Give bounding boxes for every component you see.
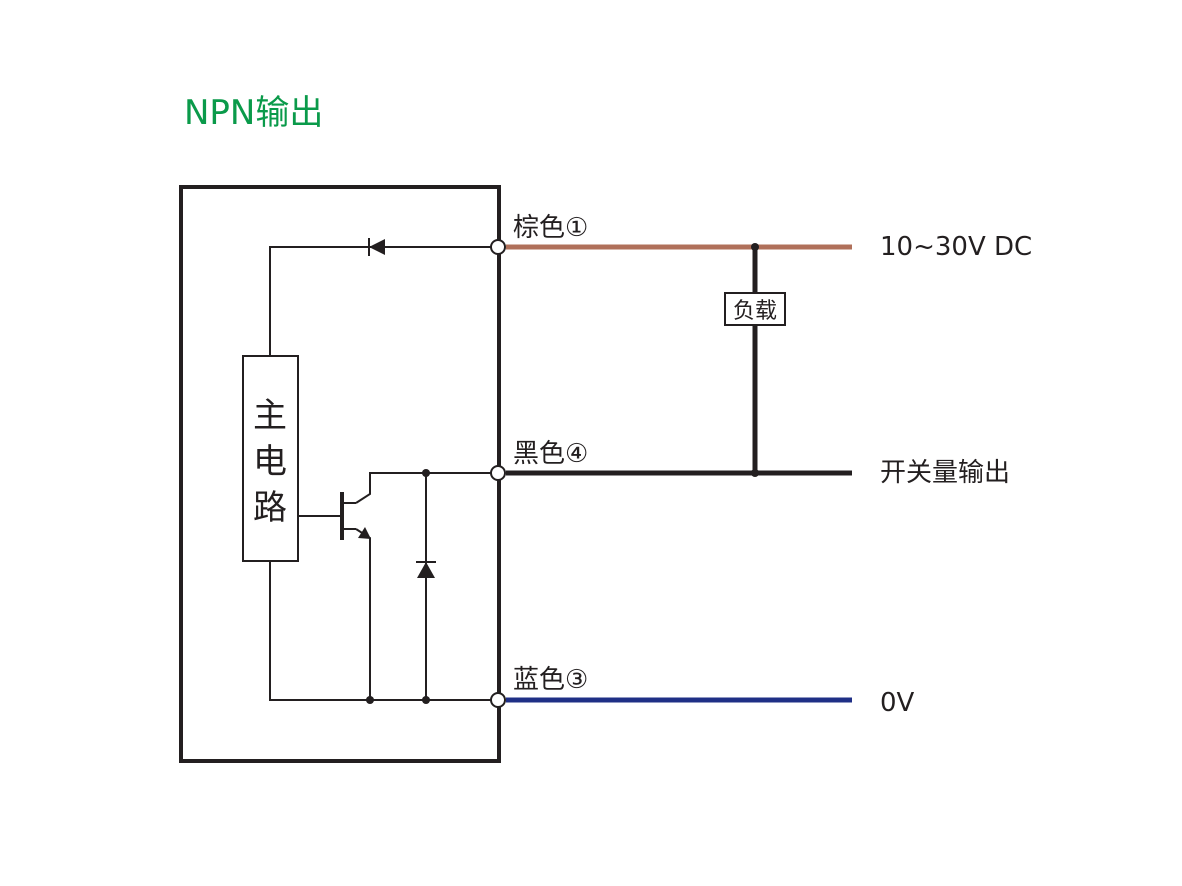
- junction-dot: [366, 696, 374, 704]
- main-circuit-label-1: 主: [253, 396, 287, 436]
- junction-dot: [422, 696, 430, 704]
- terminal-black: [490, 465, 506, 481]
- load-label: 负载: [733, 299, 777, 324]
- npn-transistor-icon: [340, 492, 371, 540]
- junction-dot: [751, 469, 759, 477]
- junction-dot: [751, 243, 759, 251]
- internal-wiring: [269, 246, 491, 701]
- main-circuit-block: [242, 355, 299, 562]
- load-box: [724, 292, 786, 326]
- terminal-blue: [490, 692, 506, 708]
- zero-volt-label: 0V: [880, 688, 915, 718]
- switch-output-label: 开关量输出: [880, 458, 1010, 488]
- reverse-polarity-diode-icon: [368, 238, 385, 256]
- main-circuit-label-2: 电: [253, 442, 287, 482]
- diagram-title: NPN输出: [184, 93, 323, 133]
- main-circuit-label-3: 路: [253, 488, 287, 528]
- brown-wire-label: 棕色①: [513, 213, 588, 243]
- terminal-brown: [490, 239, 506, 255]
- blue-wire-label: 蓝色③: [513, 665, 588, 695]
- protection-diode-icon: [416, 561, 436, 578]
- black-wire-label: 黑色④: [513, 439, 588, 469]
- supply-voltage-label: 10~30V DC: [880, 232, 1032, 262]
- junction-dot: [422, 469, 430, 477]
